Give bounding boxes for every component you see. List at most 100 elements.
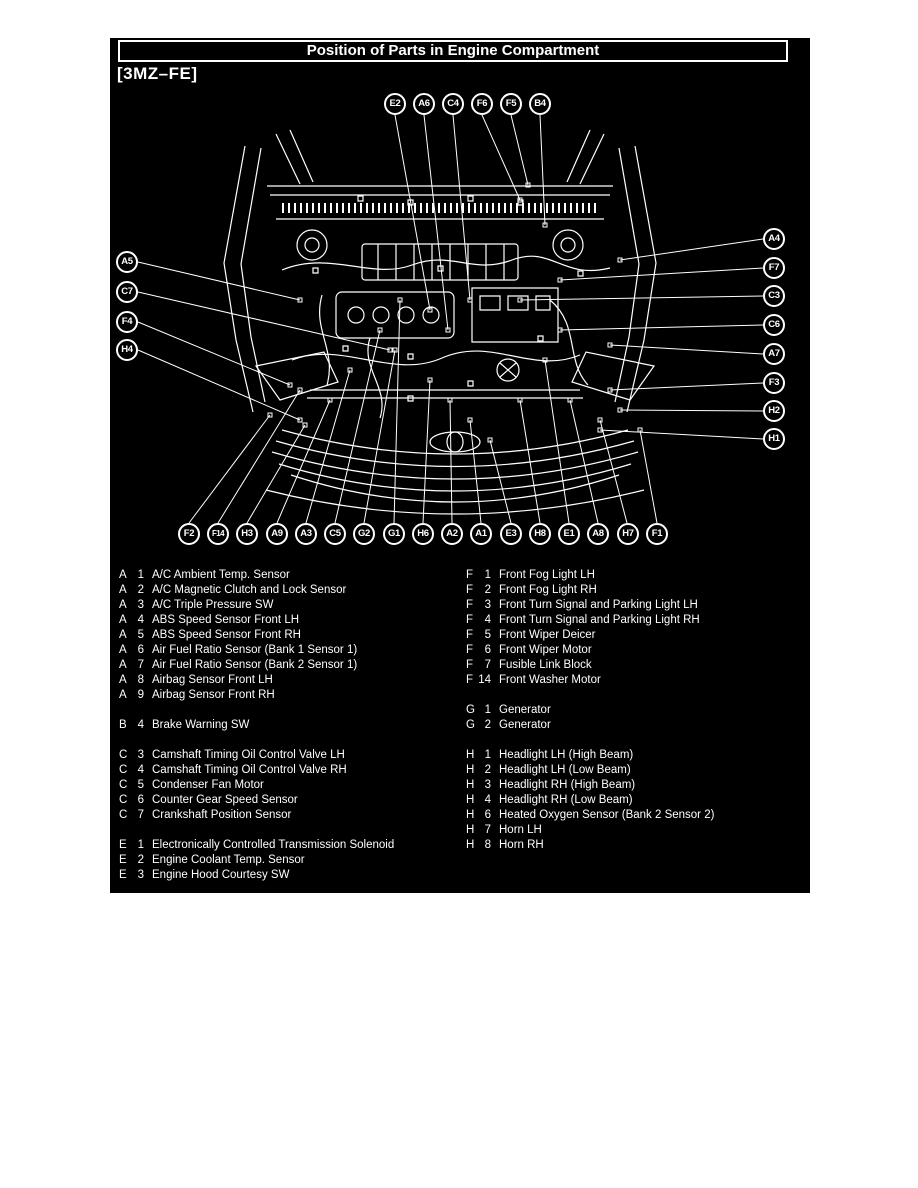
- legend-label: ABS Speed Sensor Front RH: [152, 629, 301, 641]
- legend-number: 7: [484, 659, 491, 671]
- legend-number: 3: [137, 869, 144, 881]
- callout-a3: A3: [295, 523, 317, 545]
- callout-f1: F1: [646, 523, 668, 545]
- callout-f2: F2: [178, 523, 200, 545]
- legend-number: 2: [484, 764, 491, 776]
- legend-letter: F: [466, 614, 474, 626]
- legend-number: 2: [137, 854, 144, 866]
- legend-letter: F: [466, 569, 474, 581]
- callout-f4: F4: [116, 311, 138, 333]
- legend-label: Front Wiper Deicer: [499, 629, 596, 641]
- callout-e2: E2: [384, 93, 406, 115]
- legend-label: Counter Gear Speed Sensor: [152, 794, 298, 806]
- legend-letter: H: [466, 764, 475, 776]
- legend-number: 4: [484, 614, 491, 626]
- legend-letter: A: [119, 599, 127, 611]
- legend-label: Headlight LH (Low Beam): [499, 764, 631, 776]
- leader-lines: [138, 115, 763, 523]
- legend-number: 2: [484, 719, 491, 731]
- engine-code-label: [3MZ–FE]: [117, 64, 198, 83]
- callout-e1: E1: [558, 523, 580, 545]
- callout-a2: A2: [441, 523, 463, 545]
- legend-number: 7: [137, 659, 144, 671]
- legend-number: 5: [137, 629, 144, 641]
- callout-a7: A7: [763, 343, 785, 365]
- callout-b4: B4: [529, 93, 551, 115]
- legend-number: 3: [484, 779, 491, 791]
- legend-label: Headlight LH (High Beam): [499, 749, 634, 761]
- legend-letter: F: [466, 644, 474, 656]
- callout-a6: A6: [413, 93, 435, 115]
- legend-letter: A: [119, 629, 127, 641]
- legend-label: Horn LH: [499, 824, 542, 836]
- legend-letter: H: [466, 779, 475, 791]
- legend-label: Air Fuel Ratio Sensor (Bank 2 Sensor 1): [152, 659, 358, 671]
- legend-number: 3: [484, 599, 491, 611]
- legend-label: Front Wiper Motor: [499, 644, 592, 656]
- legend-letter: A: [119, 689, 127, 701]
- callout-c5: C5: [324, 523, 346, 545]
- callout-f14: F14: [207, 523, 229, 545]
- legend-number: 9: [137, 689, 144, 701]
- legend-label: Air Fuel Ratio Sensor (Bank 1 Sensor 1): [152, 644, 358, 656]
- legend-label: Front Fog Light LH: [499, 569, 595, 581]
- callout-f7: F7: [763, 257, 785, 279]
- legend-label: Front Turn Signal and Parking Light LH: [499, 599, 698, 611]
- legend-label: Condenser Fan Motor: [152, 779, 264, 791]
- legend-label: Generator: [499, 704, 551, 716]
- callout-h2: H2: [763, 400, 785, 422]
- legend-letter: A: [119, 659, 127, 671]
- legend-letter: C: [119, 764, 128, 776]
- legend-number: 4: [137, 719, 144, 731]
- legend-letter: A: [119, 644, 127, 656]
- legend-number: 1: [484, 749, 491, 761]
- callout-a8: A8: [587, 523, 609, 545]
- callout-h4: H4: [116, 339, 138, 361]
- legend-label: Generator: [499, 719, 551, 731]
- legend-number: 6: [137, 794, 144, 806]
- legend-number: 1: [137, 569, 144, 581]
- page-title: Position of Parts in Engine Compartment: [118, 40, 788, 62]
- legend-number: 1: [484, 569, 491, 581]
- legend-letter: A: [119, 614, 127, 626]
- legend-letter: H: [466, 839, 475, 851]
- legend-number: 6: [484, 644, 491, 656]
- legend-letter: E: [119, 869, 127, 881]
- legend-letter: C: [119, 794, 128, 806]
- callout-h6: H6: [412, 523, 434, 545]
- legend-label: Fusible Link Block: [499, 659, 592, 671]
- diagram-panel: Position of Parts in Engine Compartment …: [110, 38, 810, 893]
- callout-f3: F3: [763, 372, 785, 394]
- legend-letter: H: [466, 809, 475, 821]
- engine-compartment-illustration: [110, 38, 810, 893]
- car-body-lines: [224, 130, 656, 514]
- callout-c6: C6: [763, 314, 785, 336]
- legend-letter: F: [466, 674, 474, 686]
- legend-number: 1: [137, 839, 144, 851]
- legend-label: Crankshaft Position Sensor: [152, 809, 292, 821]
- legend-number: 2: [137, 584, 144, 596]
- legend-number: 7: [137, 809, 144, 821]
